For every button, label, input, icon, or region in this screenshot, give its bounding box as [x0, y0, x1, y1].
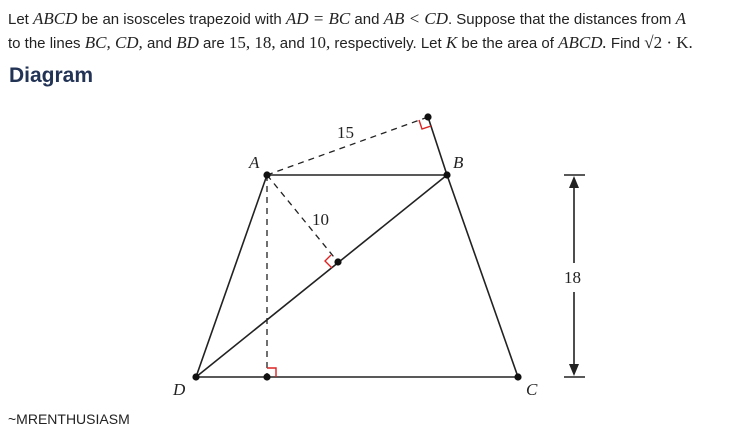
side-bc — [446, 174, 519, 378]
foot-on-cd-point — [263, 373, 271, 381]
problem-text: and — [142, 35, 177, 52]
perpendicular-to-bd — [266, 174, 339, 263]
right-angle-marker-bc — [418, 119, 432, 130]
problem-text: . Suppose that the distances from — [447, 11, 676, 28]
vertex-d-point — [192, 373, 200, 381]
problem-text: be the area of — [457, 35, 559, 52]
diagonal-bd — [195, 174, 448, 378]
vertex-c-point — [514, 373, 522, 381]
problem-text: are — [198, 35, 229, 52]
foot-on-bc-point — [424, 113, 432, 121]
side-da — [195, 174, 268, 378]
problem-math: AD = BC — [285, 9, 351, 28]
problem-text: to the lines — [8, 35, 85, 52]
problem-statement: Let ABCD be an isosceles trapezoid with … — [8, 7, 743, 55]
section-heading: Diagram — [9, 64, 94, 87]
problem-math: ABCD — [33, 9, 78, 28]
height-arrowhead-down — [569, 364, 579, 376]
foot-on-bd-point — [334, 258, 342, 266]
distance-label-cd: 18 — [564, 268, 581, 287]
vertex-b-point — [443, 171, 451, 179]
vertex-a-point — [263, 171, 271, 179]
problem-text: be an isosceles trapezoid with — [77, 11, 286, 28]
problem-line-2: to the lines BC, CD, and BD are 15, 18, … — [8, 31, 743, 55]
problem-number: 15, 18, — [228, 33, 276, 52]
problem-math: BD — [176, 33, 199, 52]
problem-math: AB < CD — [383, 9, 448, 28]
problem-math: K — [445, 33, 458, 52]
problem-math: √2 · K. — [644, 33, 693, 52]
vertex-label-a: A — [248, 153, 260, 172]
problem-text: and — [350, 11, 384, 28]
right-angle-marker-cd — [267, 367, 277, 377]
problem-math: A — [675, 9, 686, 28]
problem-number: 10, — [309, 33, 331, 52]
problem-text: respectively. Let — [330, 35, 446, 52]
problem-math: BC, CD, — [84, 33, 143, 52]
right-angle-marker-bd — [324, 254, 333, 269]
problem-text: and — [275, 35, 309, 52]
problem-text: Let — [8, 11, 34, 28]
distance-label-bc: 15 — [337, 123, 354, 142]
author-credit: ~MRENTHUSIASM — [8, 411, 130, 427]
vertex-label-b: B — [453, 153, 464, 172]
height-arrowhead-up — [569, 176, 579, 188]
vertex-label-c: C — [526, 380, 538, 399]
problem-line-1: Let ABCD be an isosceles trapezoid with … — [8, 7, 743, 31]
distance-label-bd: 10 — [312, 210, 329, 229]
problem-text: Find — [606, 35, 645, 52]
problem-math: ABCD. — [558, 33, 607, 52]
vertex-label-d: D — [172, 380, 186, 399]
